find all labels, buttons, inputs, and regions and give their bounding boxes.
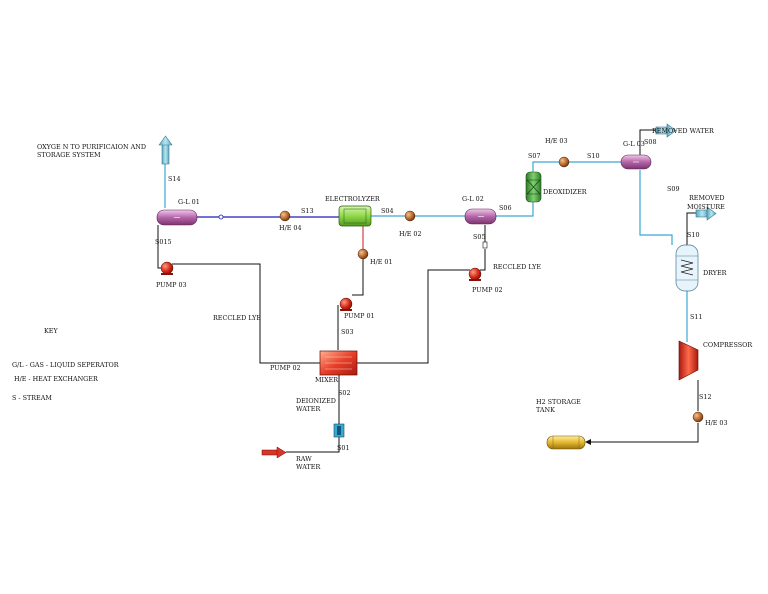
he03-top-heat-exchanger <box>558 156 570 168</box>
pump02-left-label: PUMP 02 <box>270 364 301 372</box>
stream-s10-label: S10 <box>687 231 700 239</box>
deoxidizer-label: DEOXIDIZER <box>543 188 587 196</box>
raw-water-label: RAW <box>296 455 312 463</box>
stream-s04-label: S04 <box>381 207 394 215</box>
pump03-label: PUMP 03 <box>156 281 187 289</box>
he03-bottom-heat-exchanger <box>692 411 704 423</box>
dryer-unit <box>675 244 699 292</box>
stream-s08-label: S08 <box>644 138 657 146</box>
h2-storage-tank <box>546 435 586 450</box>
oxygen-destination-label-2: STORAGE SYSTEM <box>37 151 101 159</box>
stream-s05-label: S05 <box>473 233 486 241</box>
raw-water-inlet-arrow <box>261 446 287 459</box>
recycled-lye-right-label: RECCLED LYE <box>493 263 541 271</box>
he02-heat-exchanger <box>404 210 416 222</box>
gl01-label: G-L 01 <box>178 198 200 206</box>
gl02-separator <box>464 208 497 225</box>
removed-moisture-arrow <box>695 206 717 221</box>
gl02-label: G-L 02 <box>462 195 484 203</box>
stream-s07-label: S07 <box>528 152 541 160</box>
mixer-label: MIXER <box>315 376 338 384</box>
key-legend: KEY G/L - GAS - LIQUID SEPERATOR H/E - H… <box>12 327 119 402</box>
deionized-water-filter <box>333 423 345 438</box>
pump02-right-label: PUMP 02 <box>472 286 503 294</box>
electrolyzer-label: ELECTROLYZER <box>325 195 380 203</box>
he04-label: H/E 04 <box>279 224 302 232</box>
raw-water-label-2: WATER <box>296 463 320 471</box>
gl03-label: G-L 03 <box>623 140 645 148</box>
recycled-lye-left-label: RECCLED LYE <box>213 314 261 322</box>
compressor-label: COMPRESSOR <box>703 341 752 349</box>
pump01-label: PUMP 01 <box>344 312 375 320</box>
key-title: KEY <box>44 327 58 335</box>
oxygen-outlet-arrow <box>158 135 173 165</box>
stream-s02-label: S02 <box>338 389 351 397</box>
key-item-he: H/E - HEAT EXCHANGER <box>14 375 98 383</box>
compressor-unit <box>678 340 699 381</box>
pipes <box>157 129 699 453</box>
dryer-label: DRYER <box>703 269 727 277</box>
stream-s10-top-label: S10 <box>587 152 600 160</box>
stream-s09-label: S09 <box>667 185 680 193</box>
stream-s01-label: S01 <box>337 444 350 452</box>
stream-s12-label: S12 <box>699 393 712 401</box>
tank-inlet-arrowhead <box>585 439 591 445</box>
removed-moisture-label: REMOVED <box>689 194 725 202</box>
gl01-separator <box>156 209 198 226</box>
he04-heat-exchanger <box>279 210 291 222</box>
he01-heat-exchanger <box>357 248 369 260</box>
mixer-unit <box>319 350 358 376</box>
he02-label: H/E 02 <box>399 230 422 238</box>
key-item-stream: S - STREAM <box>12 394 52 402</box>
stream-s015-label: S015 <box>155 238 172 246</box>
pump03 <box>160 261 174 275</box>
pump02-right <box>468 267 482 281</box>
removed-water-label: REMOVED WATER <box>652 127 714 135</box>
deoxidizer-unit <box>525 171 542 203</box>
deionized-water-label: DEIONIZED <box>296 397 336 405</box>
stream-s11-label: S11 <box>690 313 703 321</box>
stream-s06-label: S06 <box>499 204 512 212</box>
h2-storage-label-2: TANK <box>536 406 555 414</box>
electrolyzer-unit <box>338 205 372 227</box>
removed-water-arrow <box>655 123 677 138</box>
removed-moisture-label-2: MOISTURE <box>687 203 725 211</box>
he03-bottom-label: H/E 03 <box>705 419 728 427</box>
stream-s14-label: S14 <box>168 175 181 183</box>
he01-label: H/E 01 <box>370 258 393 266</box>
valve-s05 <box>482 241 488 249</box>
stream-s03-label: S03 <box>341 328 354 336</box>
pump01 <box>339 297 353 311</box>
oxygen-destination-label: OXYGE N TO PURIFICAION AND <box>37 143 146 151</box>
gl03-separator <box>620 154 652 170</box>
stream-s13-label: S13 <box>301 207 314 215</box>
key-item-gl: G/L - GAS - LIQUID SEPERATOR <box>12 361 119 369</box>
junction-node <box>218 214 224 220</box>
h2-storage-label: H2 STORAGE <box>536 398 581 406</box>
he03-top-label: H/E 03 <box>545 137 568 145</box>
deionized-water-label-2: WATER <box>296 405 320 413</box>
